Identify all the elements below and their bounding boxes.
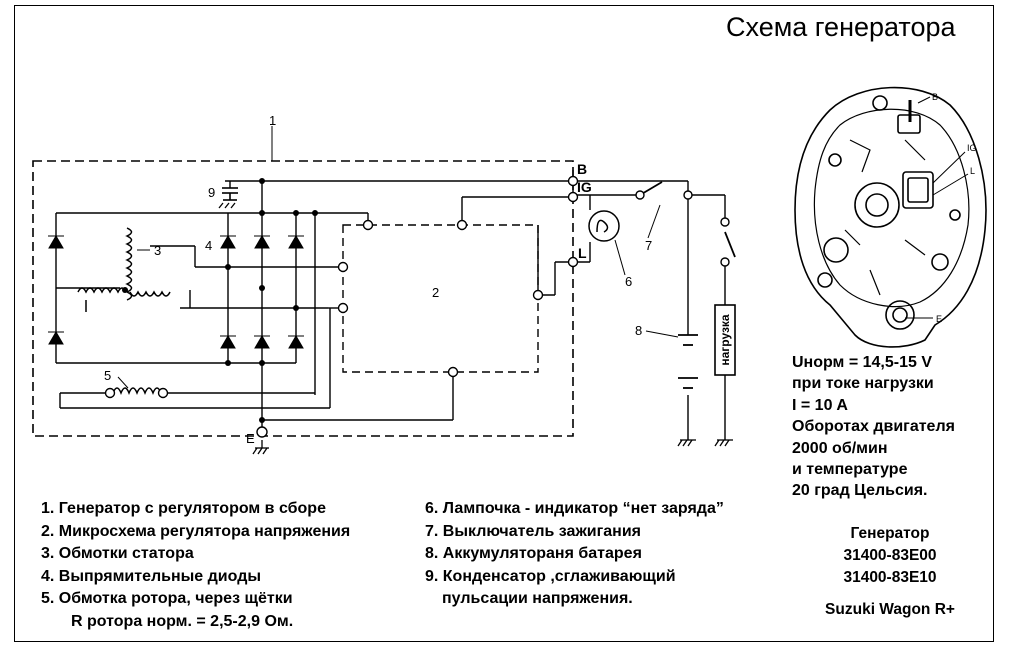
generator-info: Генератор 31400-83E00 31400-83E10 Suzuki… (810, 523, 970, 621)
outer-frame (14, 5, 994, 642)
spec-line-5: 2000 об/мин (792, 439, 888, 457)
load-resistor (714, 304, 736, 376)
wiring (55, 170, 726, 440)
legend-item-1: 1. Генератор с регулятором в сборе (41, 500, 326, 517)
photo-label-b: B (932, 92, 938, 102)
legend-item-2: 2. Микросхема регулятора напряжения (41, 522, 351, 540)
terminal-label-b: B (577, 161, 587, 177)
spec-line-6: и температуре (792, 461, 908, 479)
terminal-label-ig: IG (577, 179, 592, 195)
callout-4: 4 (205, 238, 212, 253)
load-switch (724, 231, 736, 258)
legend-item-8: 8. Аккумулятораня батарея (425, 545, 642, 562)
spec-line-2: при токе нагрузки (792, 375, 934, 393)
callout-leaders (117, 204, 679, 389)
alternator-drawing (794, 86, 987, 348)
stator-windings (77, 227, 171, 312)
callout-5: 5 (104, 368, 111, 383)
load-label: нагрузка (718, 314, 732, 366)
terminal-label-e: E (246, 431, 255, 446)
vehicle-name: Suzuki Wagon R+ (825, 601, 955, 618)
legend-right: 6. Лампочка - индикатор “нет заряда” 7. … (425, 498, 724, 611)
legend-item-9-cont: пульсации напряжения. (442, 590, 633, 607)
indicator-lamp (588, 210, 620, 242)
spec-line-1: Uнорм = 14,5-15 V (792, 354, 933, 371)
spec-line-4: Оборотах двигателя (792, 418, 955, 436)
callout-1: 1 (269, 113, 276, 128)
callout-7: 7 (645, 238, 652, 253)
legend-item-5-note: R ротора норм. = 2,5-2,9 Ом. (71, 612, 294, 630)
spec-line-7: 20 град Цельсия. (792, 482, 928, 500)
ground-symbols (218, 202, 733, 455)
legend-item-5: 5. Обмотка ротора, через щётки (41, 590, 293, 607)
legend-item-4: 4. Выпрямительные диоды (41, 567, 262, 585)
photo-label-e: E (936, 314, 942, 324)
callout-3: 3 (154, 243, 161, 258)
part-number-1: 31400-83E00 (843, 547, 937, 564)
photo-label-l: L (970, 166, 975, 176)
legend-item-6: 6. Лампочка - индикатор “нет заряда” (425, 500, 724, 517)
rectifier-diodes (48, 235, 304, 349)
generator-assembly-boundary (32, 160, 574, 437)
regulator-ic-boundary (342, 224, 539, 373)
spec-line-3: I = 10 A (792, 396, 848, 414)
callout-9: 9 (208, 185, 215, 200)
part-number-2: 31400-83E10 (843, 569, 937, 586)
legend-left: 1. Генератор с регулятором в сборе 2. Ми… (41, 498, 350, 633)
page-title: Схема генератора (726, 12, 956, 42)
callout-6: 6 (625, 274, 632, 289)
junction-dots (122, 178, 691, 423)
spec-block: Uнорм = 14,5-15 V при токе нагрузки I = … (792, 352, 955, 502)
capacitor (222, 187, 238, 201)
battery (678, 334, 698, 389)
legend-item-7: 7. Выключатель зажигания (425, 522, 642, 540)
generator-heading: Генератор (850, 525, 930, 542)
photo-label-ig: IG (967, 143, 977, 153)
terminals (104, 175, 730, 438)
terminal-label-l: L (578, 245, 587, 261)
callout-2: 2 (432, 285, 439, 300)
rotor-winding (112, 387, 162, 396)
callout-8: 8 (635, 323, 642, 338)
legend-item-3: 3. Обмотки статора (41, 545, 194, 562)
legend-item-9: 9. Конденсатор ,сглаживающий (425, 567, 676, 585)
